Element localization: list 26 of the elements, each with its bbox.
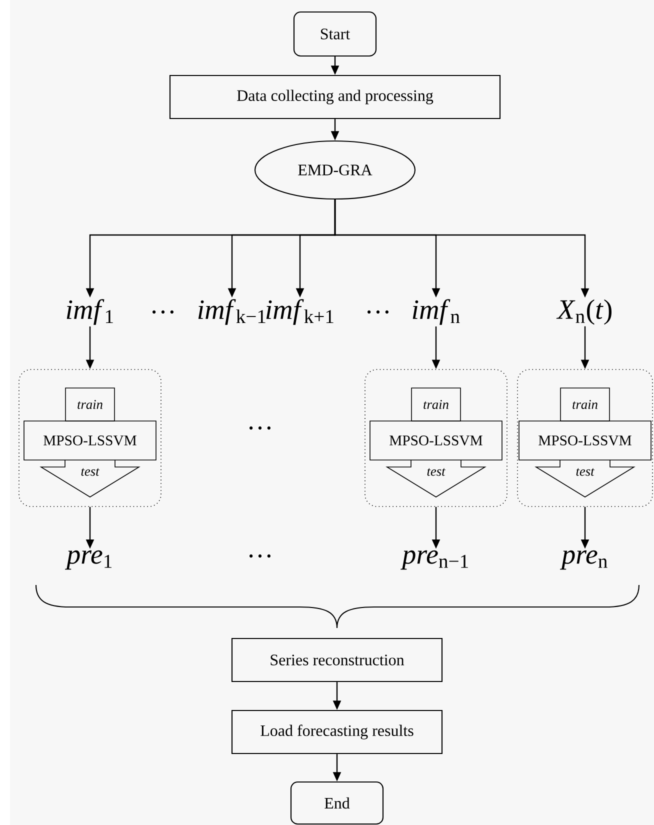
series-label: imf$_{k+1}$ (266, 299, 334, 325)
ellipsis: … (250, 426, 270, 430)
series-label: X$_{n}$(t) (556, 299, 612, 325)
ellipsis: … (250, 554, 270, 558)
model-box: MPSO-LSSVM (370, 420, 502, 460)
series-label: imf$_{n}$ (412, 299, 460, 325)
model-box: MPSO-LSSVM (518, 420, 652, 460)
module-frame (364, 369, 508, 507)
series-label: pre$_{n}$ (560, 550, 608, 570)
train-box: train (65, 388, 115, 422)
series-label: pre$_{n−1}$ (400, 550, 468, 570)
module-frame (517, 369, 653, 507)
series-label: pre$_{1}$ (65, 550, 112, 570)
process-box: Load forecasting results (231, 710, 443, 754)
train-box: train (560, 388, 610, 422)
process-box: Data collecting and processing (169, 74, 501, 120)
process-box: Series reconstruction (231, 638, 443, 682)
model-box: MPSO-LSSVM (24, 420, 156, 460)
ellipsis: … (152, 310, 174, 314)
ellipsis: … (368, 310, 388, 314)
series-label: imf$_{k−1}$ (198, 299, 266, 325)
terminal-box: Start (293, 11, 377, 57)
terminal-box: End (290, 781, 384, 825)
module-frame (18, 369, 162, 507)
series-label: imf$_{1}$ (66, 299, 113, 325)
train-box: train (411, 388, 461, 422)
